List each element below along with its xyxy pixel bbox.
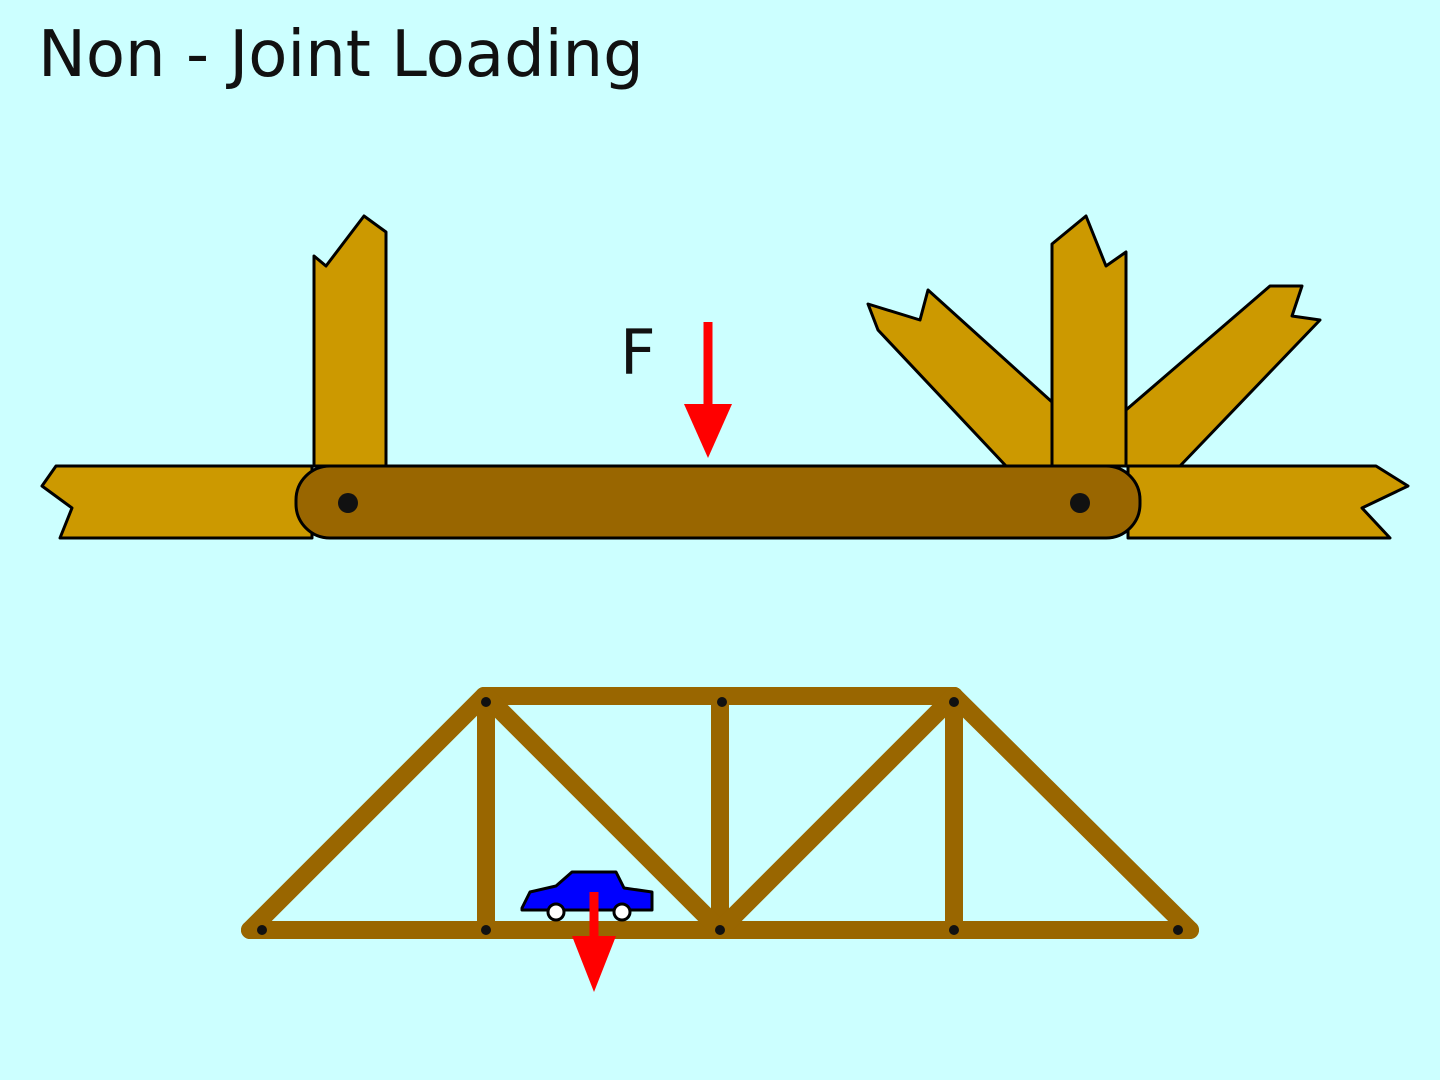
page-title: Non - Joint Loading xyxy=(38,18,644,92)
joint-detail: F xyxy=(40,214,1410,540)
right-chord-stub xyxy=(1126,464,1410,540)
force-arrow-icon xyxy=(684,322,732,458)
car-icon xyxy=(520,870,654,922)
inner-diagonal-left xyxy=(477,687,729,939)
loaded-member xyxy=(294,464,1142,540)
left-pin xyxy=(338,493,358,513)
right-diagonal-left-stub xyxy=(866,288,1054,468)
truss-bridge xyxy=(241,687,1199,939)
truss-joints xyxy=(257,697,1183,935)
right-diagonal-right-stub xyxy=(1124,284,1322,468)
right-vertical-stub xyxy=(1050,214,1128,468)
load-arrow-icon xyxy=(572,892,616,992)
left-end-diagonal xyxy=(241,687,493,939)
left-chord-stub xyxy=(40,464,314,540)
right-end-diagonal xyxy=(945,687,1199,939)
force-label: F xyxy=(620,316,656,389)
left-vertical-stub xyxy=(312,214,388,468)
inner-diagonal-right xyxy=(711,687,963,939)
right-pin xyxy=(1070,493,1090,513)
